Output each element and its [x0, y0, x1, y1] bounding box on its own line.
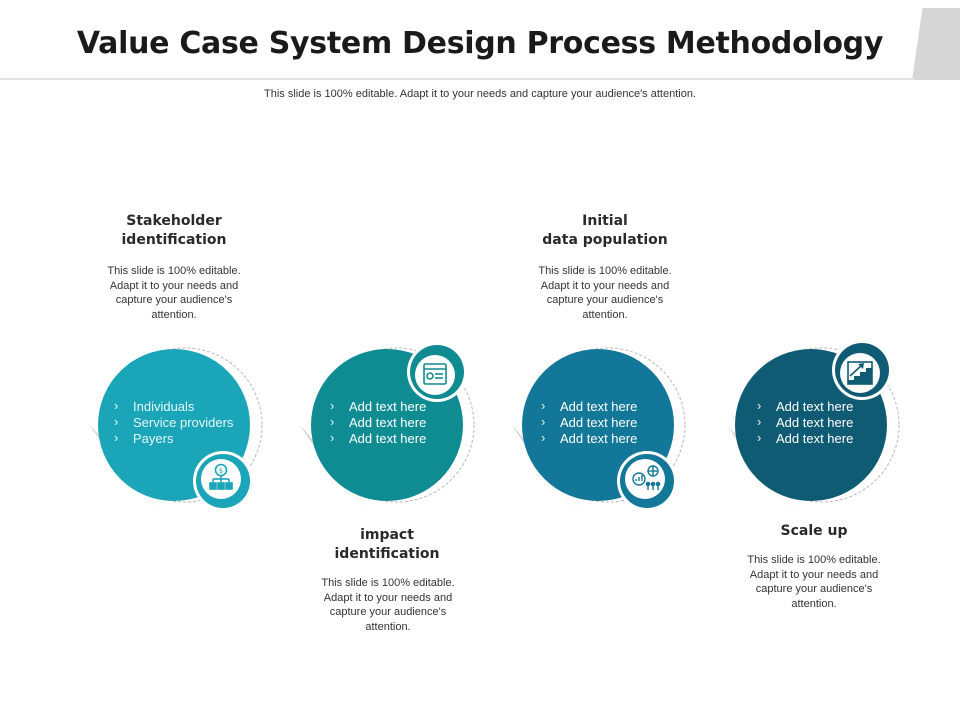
step-2-heading: impact identification [297, 526, 477, 564]
step-3-heading-line1: Initial [582, 213, 628, 229]
step-2-bullet-2: Add text here [330, 414, 426, 431]
step-2-heading-line1: impact [360, 527, 414, 543]
analytics-people-icon [632, 465, 661, 490]
browser-window-icon [423, 363, 447, 385]
step-3-bullet-1: Add text here [541, 398, 637, 415]
growth-stairs-icon [847, 361, 873, 385]
step-3-bullet-list: Add text here Add text here Add text her… [541, 398, 637, 447]
step-4-bullet-list: Add text here Add text here Add text her… [757, 398, 853, 447]
step-3-heading-line2: data population [542, 232, 668, 248]
step-2-bullet-list: Add text here Add text here Add text her… [330, 398, 426, 447]
title-divider [0, 78, 915, 80]
step-4-bullet-3: Add text here [757, 430, 853, 447]
step-1-heading-line2: identification [121, 232, 227, 248]
step-3-heading: Initial data population [515, 212, 695, 250]
step-2-heading-line2: identification [334, 546, 440, 562]
step-3-description: This slide is 100% editable. Adapt it to… [538, 265, 672, 321]
step-2-bullet-1: Add text here [330, 398, 426, 415]
page-subtitle: This slide is 100% editable. Adapt it to… [264, 88, 696, 100]
svg-text:$: $ [219, 467, 223, 475]
step-1-bullet-3: Payers [114, 430, 233, 447]
step-3-bullet-2: Add text here [541, 414, 637, 431]
step-4-description: This slide is 100% editable. Adapt it to… [747, 554, 881, 610]
step-1-description: This slide is 100% editable. Adapt it to… [107, 265, 241, 321]
step-4-heading-line1: Scale up [780, 523, 848, 539]
step-1-bullet-list: Individuals Service providers Payers [114, 398, 233, 447]
step-4-heading: Scale up [724, 522, 904, 541]
page-title: Value Case System Design Process Methodo… [76, 26, 884, 61]
step-2-description: This slide is 100% editable. Adapt it to… [321, 577, 455, 633]
step-4-bullet-2: Add text here [757, 414, 853, 431]
step-3-bullet-3: Add text here [541, 430, 637, 447]
step-1-circle-group: $ [90, 347, 263, 525]
step-2-badge-inner [415, 355, 455, 395]
step-1-bullet-2: Service providers [114, 414, 233, 431]
step-1-heading-line1: Stakeholder [126, 213, 222, 229]
step-1-bullet-1: Individuals [114, 398, 233, 415]
step-1-heading: Stakeholder identification [84, 212, 264, 250]
step-2-bullet-3: Add text here [330, 430, 426, 447]
step-4-bullet-1: Add text here [757, 398, 853, 415]
money-org-chart-icon: $ [209, 463, 233, 490]
